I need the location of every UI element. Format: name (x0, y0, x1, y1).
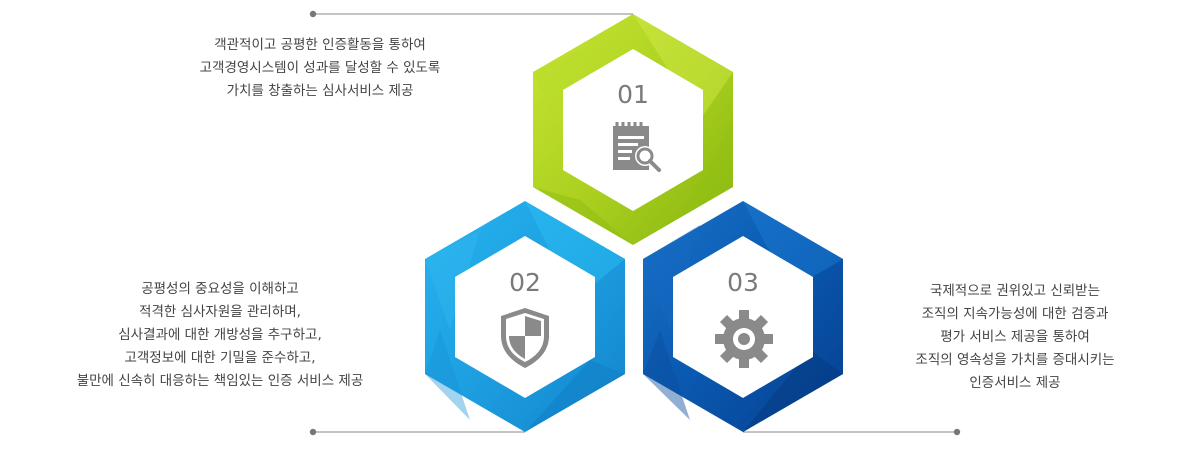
description-line: 심사결과에 대한 개방성을 추구하고, (118, 327, 322, 343)
description-line: 공평성의 중요성을 이해하고 (141, 281, 299, 297)
gear-icon (715, 310, 773, 368)
connector-1 (309, 10, 633, 18)
description-line: 조직의 영속성을 가치를 증대시키는 (915, 352, 1115, 368)
description-line: 평가 서비스 제공을 통하여 (940, 329, 1090, 345)
step-03-description: 국제적으로 권위있고 신뢰받는 조직의 지속가능성에 대한 검증과 평가 서비스… (845, 280, 1185, 395)
shield-icon (501, 308, 549, 368)
description-line: 국제적으로 권위있고 신뢰받는 (929, 283, 1101, 299)
connector-2 (309, 428, 525, 436)
step-number-03: 03 (727, 268, 759, 297)
hexagon-01 (533, 14, 733, 245)
step-02-description: 공평성의 중요성을 이해하고 적격한 심사자원을 관리하며, 심사결과에 대한 … (20, 278, 420, 393)
description-line: 고객경영시스템이 성과를 달성할 수 있도록 (199, 60, 441, 76)
step-number-02: 02 (509, 268, 541, 297)
description-line: 가치를 창출하는 심사서비스 제공 (226, 83, 414, 99)
connector-3 (743, 428, 961, 436)
document-search-icon (613, 122, 661, 172)
description-line: 조직의 지속가능성에 대한 검증과 (921, 306, 1109, 322)
description-line: 고객정보에 대한 기밀을 준수하고, (124, 350, 316, 366)
description-line: 객관적이고 공평한 인증활동을 통하여 (214, 37, 426, 53)
description-line: 불만에 신속히 대응하는 책임있는 인증 서비스 제공 (76, 373, 364, 389)
description-line: 인증서비스 제공 (969, 375, 1061, 391)
description-line: 적격한 심사자원을 관리하며, (139, 304, 301, 320)
step-number-01: 01 (617, 80, 649, 109)
step-01-description: 객관적이고 공평한 인증활동을 통하여 고객경영시스템이 성과를 달성할 수 있… (110, 34, 530, 103)
